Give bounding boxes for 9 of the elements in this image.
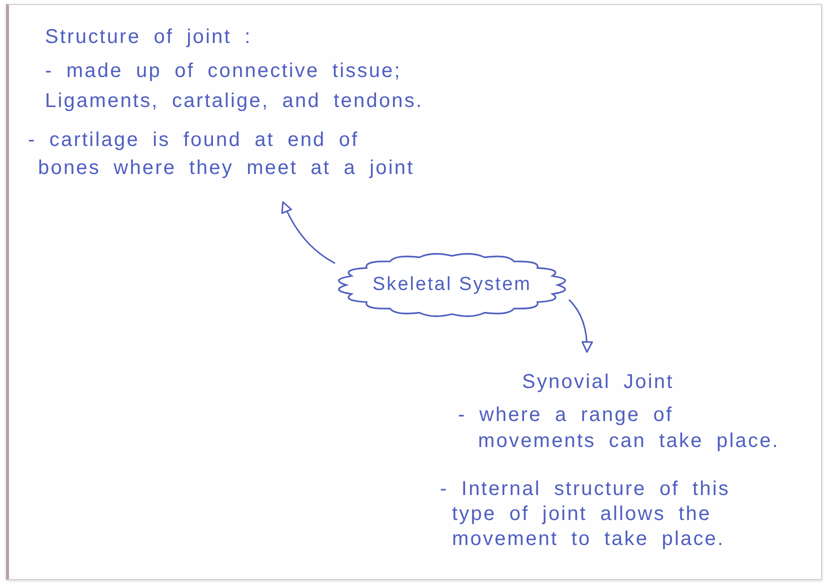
arrow	[568, 299, 593, 353]
note-heading: Synovial Joint	[522, 370, 675, 395]
cloud-label: Skeletal System	[372, 272, 532, 297]
bullet-note: - cartilage is found at end of bones where they meet at a joint	[28, 128, 416, 181]
bullet-note: - where a range of movements can take place.	[458, 403, 780, 454]
bullet-note: - made up of connective tissue; Ligaments, cartalige, and tendons.	[45, 59, 424, 114]
note-heading: Structure of joint :	[45, 25, 253, 50]
arrow	[282, 201, 336, 264]
bullet-note: - Internal structure of this type of joint allows the movement to take place.	[440, 477, 732, 552]
